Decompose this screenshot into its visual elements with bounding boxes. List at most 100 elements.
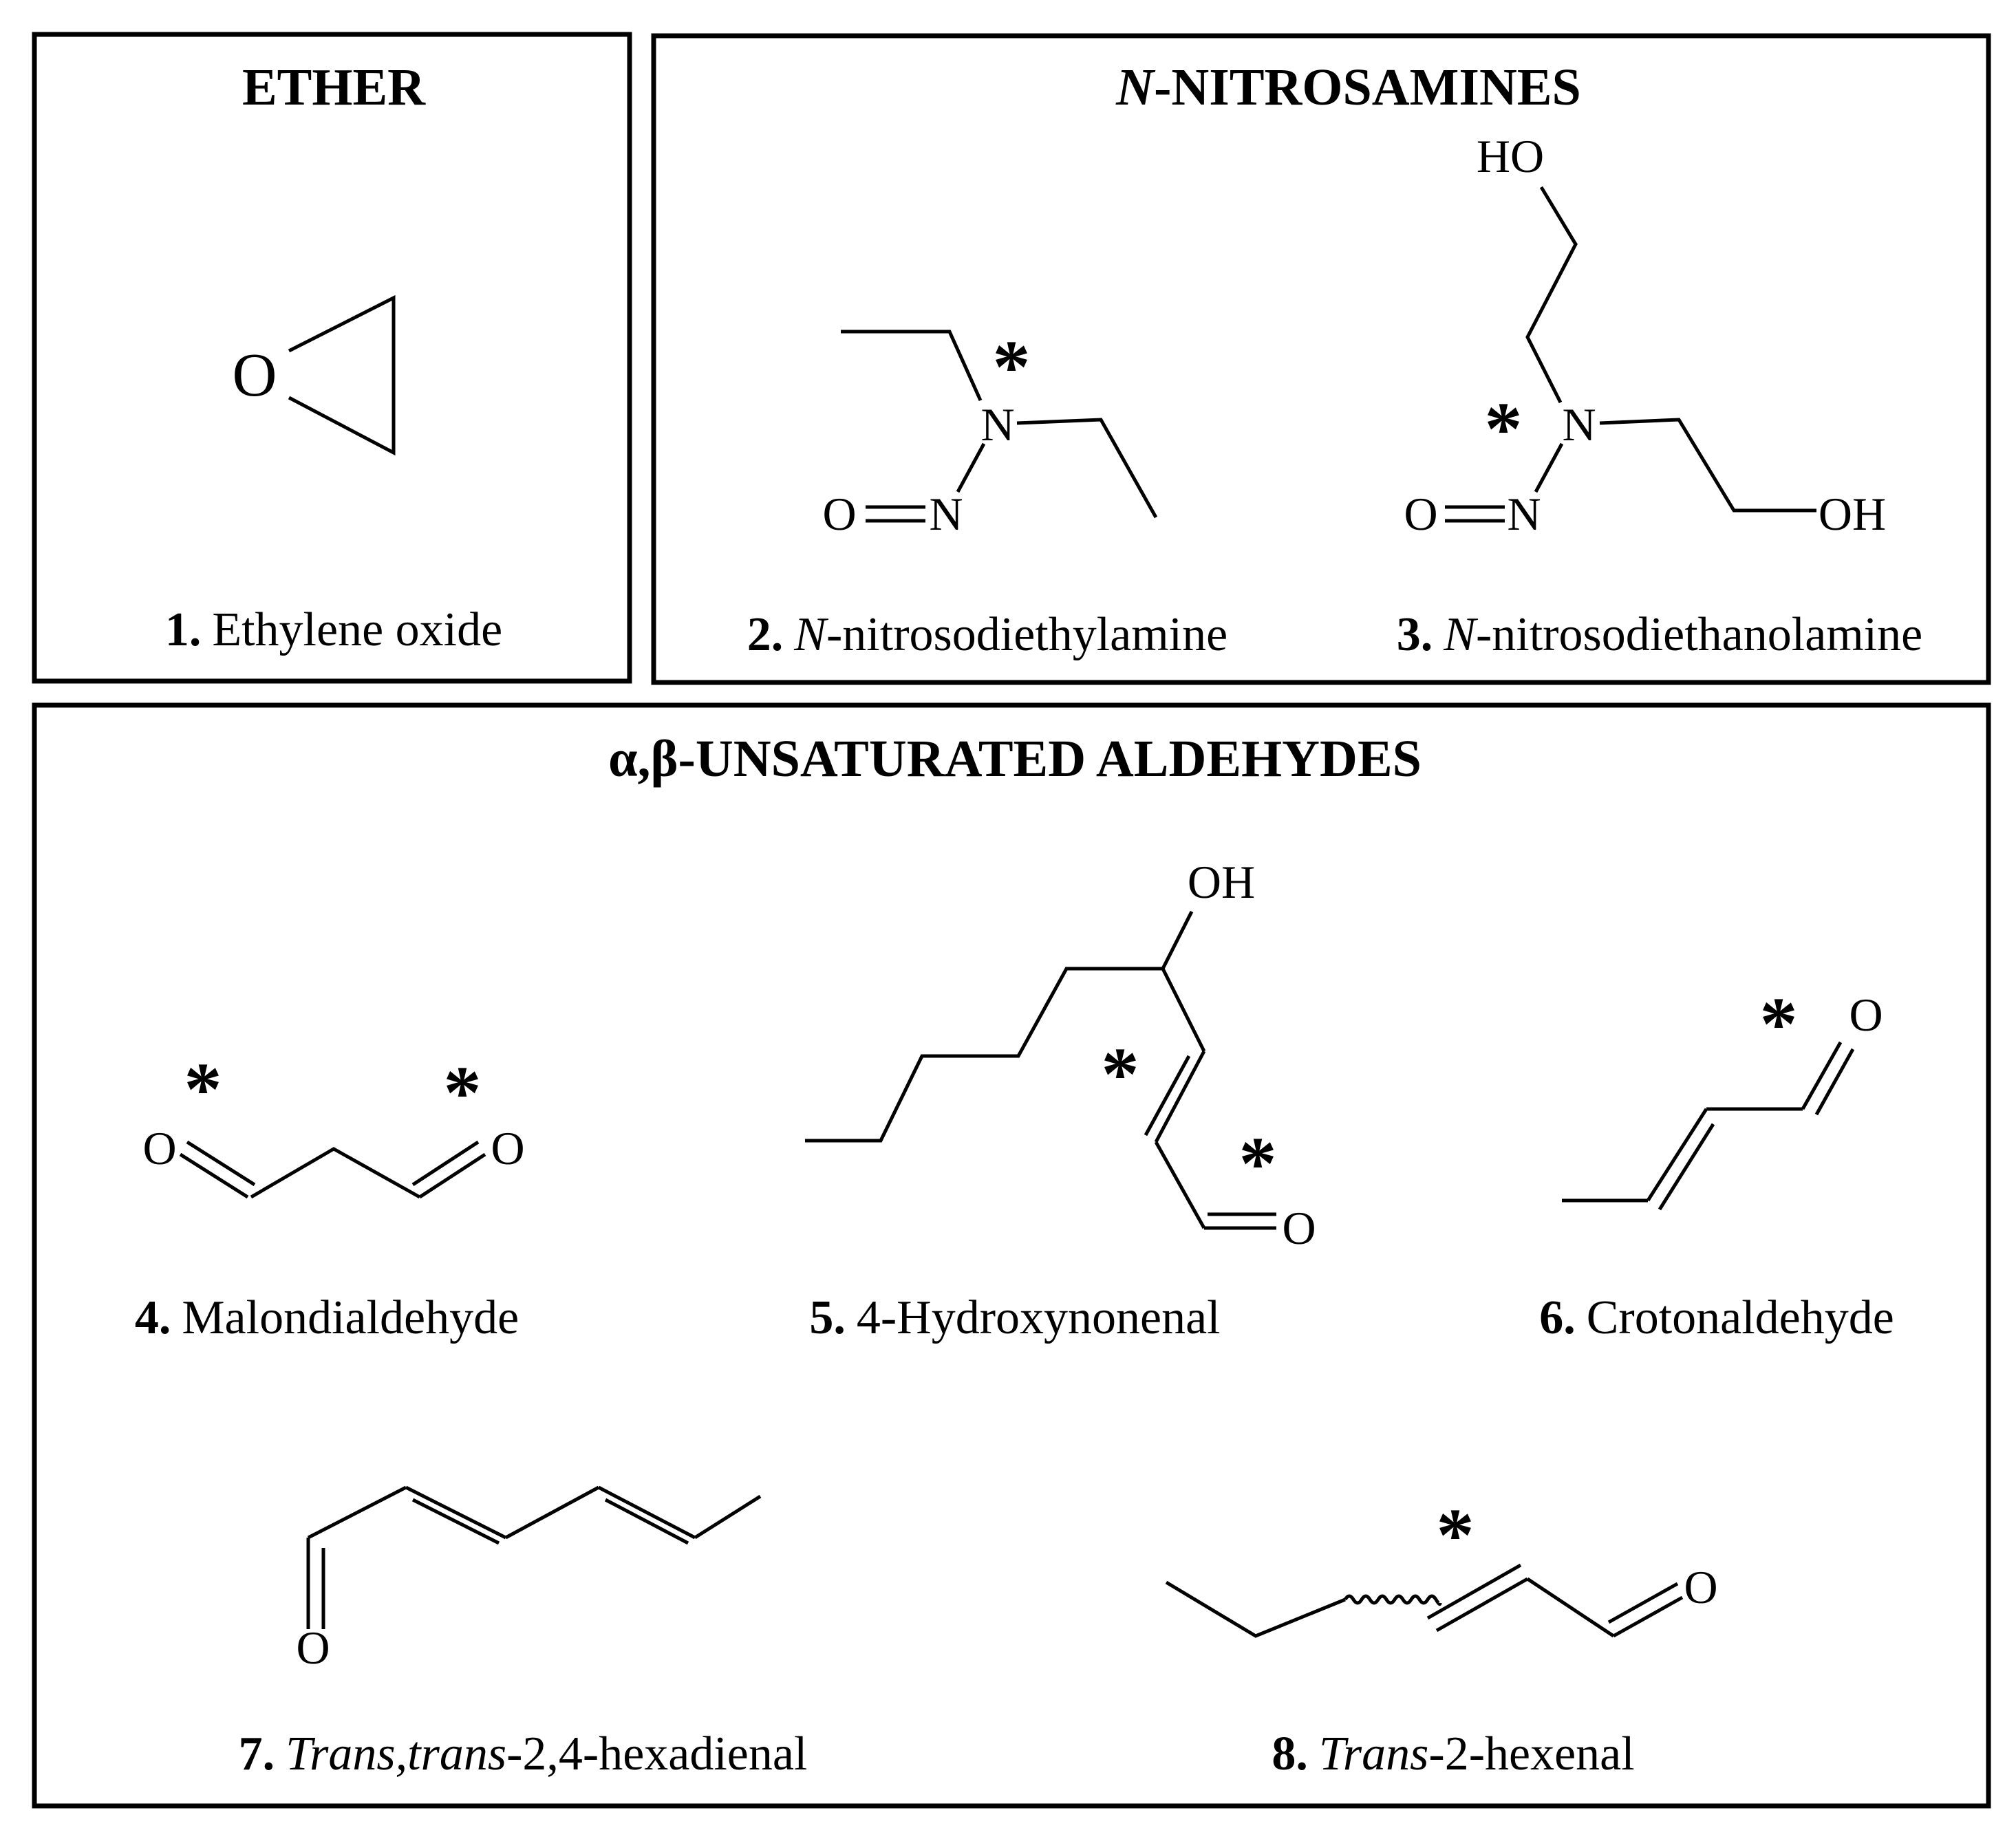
co-double-bond-left-2 xyxy=(186,1140,256,1187)
co-double-bond-1 xyxy=(1801,1041,1843,1110)
aldehydes-panel xyxy=(32,702,1991,1809)
caption-ethylene-oxide: 1.Ethylene oxide xyxy=(165,603,502,656)
reactive-site-star: * xyxy=(1437,1493,1475,1577)
caption-number: 3. xyxy=(1397,608,1433,661)
caption-number: 4. xyxy=(135,1291,171,1344)
atom-N-nitroso: N xyxy=(1507,488,1541,540)
reactive-site-star: * xyxy=(993,325,1031,409)
caption-name: -2,4-hexadienal xyxy=(506,1727,807,1780)
c-c-bond xyxy=(1161,967,1206,1053)
reactive-site-star: * xyxy=(1760,982,1798,1066)
atom-O: O xyxy=(1282,1202,1316,1254)
hydroxyethyl-bond-right xyxy=(1599,418,1816,513)
reactive-site-star-left: * xyxy=(184,1047,222,1131)
caption-italic: Trans xyxy=(1319,1727,1429,1780)
hydroxyethyl-bond-top xyxy=(1525,186,1578,404)
caption-name: Malondialdehyde xyxy=(182,1291,519,1344)
carbon-chain xyxy=(250,1147,421,1199)
caption-name: -nitrosodiethylamine xyxy=(826,608,1227,661)
atom-HO: HO xyxy=(1477,130,1544,182)
atom-O: O xyxy=(233,341,277,409)
ethylene-oxide-structure: O xyxy=(233,294,396,456)
cc-double-bond-2 xyxy=(1658,1123,1715,1211)
atom-N-amine: N xyxy=(980,398,1014,451)
caption-hexadienal: 7.Trans,trans-2,4-hexadienal xyxy=(239,1727,808,1780)
c-c-bonds xyxy=(1165,1580,1346,1638)
c-c-bond-3 xyxy=(694,1494,762,1540)
c-c-bond xyxy=(307,1485,407,1540)
caption-number: 2. xyxy=(747,608,784,661)
cc-double-bond-2 xyxy=(1144,1055,1191,1137)
n-n-bond xyxy=(1534,442,1564,493)
co-double-bond-2 xyxy=(1607,1582,1679,1624)
caption-name: Crotonaldehyde xyxy=(1587,1291,1894,1344)
atom-OH: OH xyxy=(1819,488,1886,540)
n-nitrosodiethylamine-structure: N N O * xyxy=(822,325,1158,540)
nitrosamines-title-italic: N xyxy=(1115,58,1156,116)
caption-name: -nitrosodiethanolamine xyxy=(1476,608,1922,661)
cc-double-bond-1 xyxy=(1646,1108,1708,1202)
atom-O: O xyxy=(296,1622,330,1674)
cc-double-bond-a1 xyxy=(405,1485,507,1540)
caption-number: 5. xyxy=(809,1291,846,1344)
co-double-bond-2 xyxy=(1814,1048,1855,1116)
co-double-bond-right-1 xyxy=(418,1152,486,1199)
c-c-bond-2 xyxy=(1154,1141,1206,1229)
hexadienal-structure: O xyxy=(296,1485,762,1674)
hexenal-structure: O * xyxy=(1165,1493,1718,1638)
n-nitrosodiethanolamine-structure: HO N N O OH * xyxy=(1404,130,1886,540)
caption-number: 8. xyxy=(1272,1727,1308,1780)
atom-O-right: O xyxy=(491,1122,524,1174)
ether-panel xyxy=(32,32,632,684)
cc-double-bond-2 xyxy=(1426,1563,1522,1620)
caption-italic: Trans,trans xyxy=(286,1727,506,1780)
atom-O-nitroso: O xyxy=(1404,488,1437,540)
atom-N-amine: N xyxy=(1562,398,1596,451)
nitrosamines-panel xyxy=(651,33,1991,685)
ether-title: ETHER xyxy=(242,58,426,116)
caption-hexenal: 8.Trans-2-hexenal xyxy=(1272,1727,1634,1780)
cc-double-bond-a2 xyxy=(411,1498,500,1545)
atom-O-nitroso: O xyxy=(822,488,856,540)
caption-n-nitrosodiethylamine: 2.N-nitrosodiethylamine xyxy=(747,608,1227,661)
caption-name: 4-Hydroxynonenal xyxy=(857,1291,1221,1344)
epoxide-bonds xyxy=(288,294,396,456)
c-c-bond-2 xyxy=(504,1485,600,1540)
co-double-bond-right-2 xyxy=(411,1140,480,1187)
caption-number: 1. xyxy=(165,603,202,656)
cc-double-bond-b1 xyxy=(597,1485,696,1540)
atom-OH: OH xyxy=(1188,856,1255,908)
reactive-site-star-left: * xyxy=(1102,1032,1139,1116)
aldehydes-title: α,β-UNSATURATED ALDEHYDES xyxy=(608,730,1422,788)
nitrosamines-title-rest: -NITROSAMINES xyxy=(1154,58,1581,116)
crotonaldehyde-structure: O * xyxy=(1562,982,1883,1211)
ethyl-bond-right xyxy=(1016,418,1158,519)
cc-double-bond-b2 xyxy=(604,1498,689,1545)
c-c-bond-2 xyxy=(1526,1577,1615,1638)
co-double-bond-left-1 xyxy=(179,1152,249,1199)
caption-crotonaldehyde: 6.Crotonaldehyde xyxy=(1539,1291,1894,1344)
caption-italic: N xyxy=(1443,608,1478,661)
caption-n-nitrosodiethanolamine: 3.N-nitrosodiethanolamine xyxy=(1397,608,1922,661)
caption-name: -2-hexenal xyxy=(1428,1727,1634,1780)
4-hydroxynonenal-structure: OH O * * xyxy=(805,856,1316,1254)
cc-double-bond-1 xyxy=(1435,1577,1529,1633)
reactive-site-star: * xyxy=(1485,387,1523,471)
cc-double-bond-1 xyxy=(1154,1050,1206,1143)
atom-N-nitroso: N xyxy=(929,488,963,540)
wavy-bond xyxy=(1343,1594,1442,1606)
co-double-bond-1 xyxy=(1612,1595,1684,1638)
ethyl-bond-left xyxy=(841,330,983,402)
atom-O-left: O xyxy=(142,1122,176,1174)
caption-name: Ethylene oxide xyxy=(212,603,502,656)
caption-number: 6. xyxy=(1539,1291,1576,1344)
nitrosamines-title: N-NITROSAMINES xyxy=(1115,58,1581,116)
atom-O: O xyxy=(1684,1561,1717,1613)
n-n-bond xyxy=(956,442,986,493)
atom-O: O xyxy=(1849,989,1883,1041)
caption-4-hydroxynonenal: 5.4-Hydroxynonenal xyxy=(809,1291,1220,1344)
reactive-site-star-right: * xyxy=(444,1051,482,1134)
caption-italic: N xyxy=(793,608,828,661)
malondialdehyde-structure: O O * * xyxy=(142,1047,525,1199)
